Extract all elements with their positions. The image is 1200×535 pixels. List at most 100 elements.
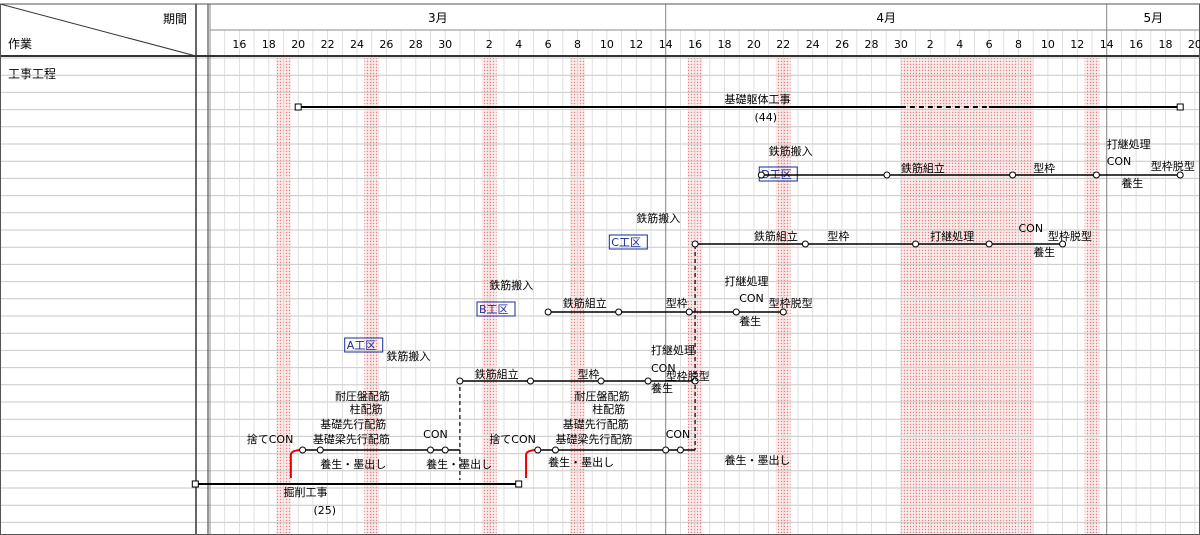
day-tick-label: 16 (1129, 38, 1143, 51)
task-label: 型枠 (827, 229, 849, 243)
day-tick-label: 18 (1159, 38, 1173, 51)
task-label: 養生・墨出し (548, 455, 614, 469)
task-label: 捨てCON (489, 432, 536, 446)
day-tick-label: 14 (1100, 38, 1114, 51)
day-tick-label: 14 (659, 38, 673, 51)
task-label: 鉄筋搬入 (769, 144, 813, 158)
activity-node (615, 308, 623, 316)
activity-node (1176, 171, 1184, 179)
day-tick-label: 10 (1041, 38, 1055, 51)
activity-node (801, 240, 809, 248)
day-tick-label: 24 (806, 38, 820, 51)
zone-box (344, 337, 384, 353)
day-tick-label: 12 (629, 38, 643, 51)
bar-duration-label: (25) (314, 504, 337, 517)
day-tick-label: 4 (956, 38, 963, 51)
activity-node (883, 171, 891, 179)
task-label: 養生 (1121, 176, 1143, 190)
day-tick-label: 6 (986, 38, 993, 51)
bar-start-node (191, 480, 199, 488)
activity-node (456, 377, 464, 385)
task-label: 捨てCON (247, 432, 294, 446)
task-label: 養生 (651, 381, 673, 395)
day-tick-label: 10 (600, 38, 614, 51)
day-tick-label: 24 (350, 38, 364, 51)
zone-label: C工区 (611, 236, 641, 249)
day-tick-label: 20 (747, 38, 761, 51)
day-tick-label: 26 (835, 38, 849, 51)
task-label: CON (1019, 222, 1044, 235)
task-label: 耐圧盤配筋 (335, 389, 390, 403)
concrete-curve (525, 449, 538, 478)
task-label: 鉄筋組立 (563, 296, 607, 310)
task-label: 鉄筋組立 (475, 367, 519, 381)
task-label: 養生・墨出し (725, 453, 791, 467)
month-label: 3月 (428, 11, 448, 25)
task-label: CON (423, 428, 448, 441)
day-tick-label: 8 (574, 38, 581, 51)
day-tick-label: 28 (865, 38, 879, 51)
task-label: 鉄筋搬入 (489, 278, 533, 292)
activity-node (1009, 171, 1017, 179)
task-label: 型枠脱型 (769, 296, 813, 310)
zone-label: B工区 (479, 303, 509, 316)
task-label: 打継処理 (1107, 137, 1151, 151)
task-label: 鉄筋搬入 (386, 349, 430, 363)
activity-node (597, 377, 605, 385)
activity-node (779, 308, 787, 316)
activity-node (1092, 171, 1100, 179)
task-label: 型枠脱型 (1048, 229, 1092, 243)
activity-node (299, 446, 307, 454)
day-tick-label: 2 (486, 38, 493, 51)
day-tick-label: 18 (718, 38, 732, 51)
day-tick-label: 22 (321, 38, 335, 51)
activity-node (544, 308, 552, 316)
activity-node (757, 171, 765, 179)
task-label: 鉄筋組立 (754, 229, 798, 243)
task-label: 養生 (1033, 245, 1055, 259)
day-tick-label: 4 (515, 38, 522, 51)
task-label: 養生 (739, 314, 761, 328)
task-label: 柱配筋 (592, 402, 625, 416)
task-label: CON (666, 428, 691, 441)
task-label: 養生・墨出し (426, 457, 492, 471)
task-label: 型枠 (1033, 161, 1055, 175)
day-tick-label: 18 (262, 38, 276, 51)
activity-node (551, 446, 559, 454)
day-tick-label: 6 (545, 38, 552, 51)
day-tick-label: 28 (409, 38, 423, 51)
task-label: 型枠 (578, 367, 600, 381)
day-tick-label: 20 (291, 38, 305, 51)
activity-node (662, 446, 670, 454)
task-label: 打継処理 (651, 343, 695, 357)
day-tick-label: 26 (379, 38, 393, 51)
activity-node (441, 446, 449, 454)
task-label: CON (739, 292, 764, 305)
zone-box (608, 234, 648, 250)
header-task-label: 作業 (8, 37, 33, 51)
day-tick-label: 2 (927, 38, 934, 51)
activity-node (676, 446, 684, 454)
task-label: 基礎先行配筋 (563, 417, 629, 431)
bar-duration-label: (44) (755, 111, 778, 124)
task-label: 基礎先行配筋 (320, 417, 386, 431)
task-label: 打継処理 (725, 274, 769, 288)
activity-node (732, 308, 740, 316)
header-diagonal (0, 3, 197, 57)
section-label: 工事工程 (8, 67, 57, 81)
day-tick-label: 8 (1015, 38, 1022, 51)
bar-label: 掘削工事 (284, 485, 328, 499)
activity-node (534, 446, 542, 454)
day-tick-label: 16 (232, 38, 246, 51)
day-tick-label: 20 (1188, 38, 1200, 51)
day-tick-label: 30 (894, 38, 908, 51)
task-label: CON (1107, 155, 1132, 168)
task-label: 柱配筋 (350, 402, 383, 416)
zone-label: A工区 (347, 339, 377, 352)
activity-node (691, 377, 699, 385)
task-label: 基礎梁先行配筋 (313, 432, 390, 446)
task-label: CON (651, 362, 676, 375)
task-label: 耐圧盤配筋 (575, 389, 630, 403)
